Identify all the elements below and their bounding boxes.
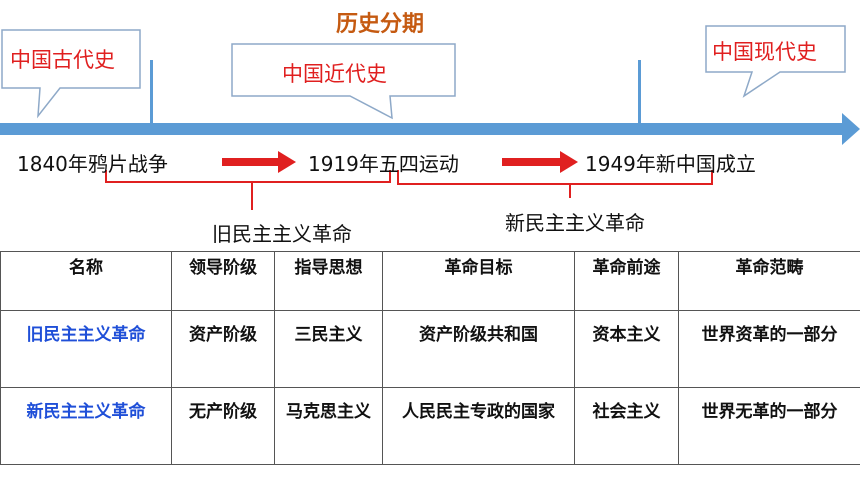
cell-name: 新民主主义革命 [0,387,172,465]
timeline-arrowhead [842,113,860,145]
page-title: 历史分期 [335,12,424,37]
red-arrow-2 [502,151,578,173]
table-header-row: 名称 领导阶级 指导思想 革命目标 革命前途 革命范畴 [0,251,860,311]
table-row: 新民主主义革命 无产阶级 马克思主义 人民民主专政的国家 社会主义 世界无革的一… [0,387,860,465]
cell-goal: 资产阶级共和国 [382,310,575,388]
cell-leading-class: 无产阶级 [171,387,275,465]
header-category: 革命范畴 [678,251,860,311]
header-name: 名称 [0,251,172,311]
callout-contemporary-bubble [705,25,846,98]
table-row: 旧民主主义革命 资产阶级 三民主义 资产阶级共和国 资本主义 世界资革的一部分 [0,310,860,388]
tick-1840 [150,60,153,123]
bracket-old-revolution [105,170,391,210]
label-old-revolution: 旧民主主义革命 [212,222,352,246]
callout-modern-bubble [231,43,456,120]
cell-name: 旧民主主义革命 [0,310,172,388]
cell-goal: 人民民主专政的国家 [382,387,575,465]
event-1840: 1840年鸦片战争 [17,152,168,176]
callout-ancient-bubble [1,29,141,119]
callout-ancient-label: 中国古代史 [10,48,115,72]
cell-category: 世界资革的一部分 [678,310,860,388]
cell-prospect: 资本主义 [574,310,679,388]
header-prospect: 革命前途 [574,251,679,311]
bracket-new-revolution [397,170,713,198]
cell-category: 世界无革的一部分 [678,387,860,465]
label-new-revolution: 新民主主义革命 [505,211,645,235]
cell-guiding-ideology: 三民主义 [274,310,383,388]
header-goal: 革命目标 [382,251,575,311]
event-1919: 1919年五四运动 [308,152,459,176]
cell-prospect: 社会主义 [574,387,679,465]
revolution-comparison-table: 名称 领导阶级 指导思想 革命目标 革命前途 革命范畴 旧民主主义革命 资产阶级… [0,251,860,465]
tick-1949 [638,60,641,123]
callout-contemporary-label: 中国现代史 [712,40,817,64]
timeline-axis [0,123,842,135]
header-guiding-ideology: 指导思想 [274,251,383,311]
event-1949: 1949年新中国成立 [585,152,756,176]
red-arrow-1 [222,151,296,173]
callout-modern-label: 中国近代史 [282,62,387,86]
cell-guiding-ideology: 马克思主义 [274,387,383,465]
timeline-graphics [0,25,860,210]
header-leading-class: 领导阶级 [171,251,275,311]
cell-leading-class: 资产阶级 [171,310,275,388]
